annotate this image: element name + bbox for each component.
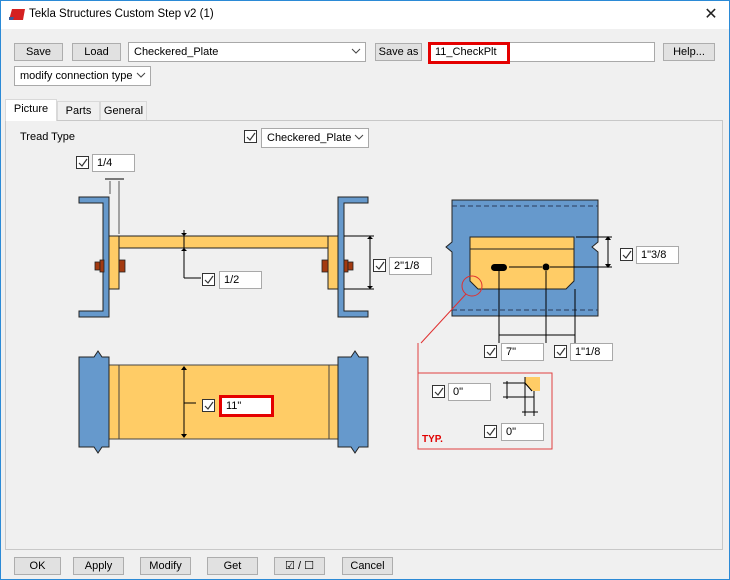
chamfer-y-input[interactable]: 0" [501, 423, 544, 441]
check-icon [204, 275, 214, 284]
check-icon [622, 250, 632, 259]
chamfer-x-checkbox[interactable] [432, 385, 445, 398]
tread-depth-input[interactable]: 11" [219, 395, 274, 417]
end-distance-checkbox[interactable] [554, 345, 567, 358]
tread-depth-checkbox[interactable] [202, 399, 215, 412]
angle-height-checkbox[interactable] [373, 259, 386, 272]
tread-type-value: Checkered_Plate [267, 132, 352, 144]
tab-general[interactable]: General [100, 101, 147, 121]
check-icon [486, 427, 496, 436]
tekla-logo-icon [9, 9, 25, 20]
check-icon [434, 387, 444, 396]
check-icon [246, 132, 256, 141]
bolt-spacing-checkbox[interactable] [484, 345, 497, 358]
save-as-highlight: 11_CheckPlt [428, 42, 510, 64]
connection-drawing [78, 178, 612, 454]
left-channel [78, 196, 110, 318]
toggle-all-button[interactable]: ☑ / ☐ [274, 557, 325, 575]
edge-distance-checkbox[interactable] [620, 248, 633, 261]
tab-parts[interactable]: Parts [57, 101, 100, 121]
angle-height-input[interactable]: 2"1/8 [389, 257, 432, 275]
ok-button[interactable]: OK [14, 557, 61, 575]
picture-panel: Tread Type Checkered_Plate 1/4 1/2 2"1/8… [5, 120, 723, 550]
check-icon [204, 401, 214, 410]
apply-button[interactable]: Apply [73, 557, 124, 575]
tread-type-select[interactable]: Checkered_Plate [261, 128, 369, 148]
preset-select-value: Checkered_Plate [134, 46, 219, 58]
end-distance-input[interactable]: 1"1/8 [570, 343, 613, 361]
mode-select-value: modify connection type [20, 70, 133, 82]
save-as-button[interactable]: Save as [375, 43, 422, 61]
check-icon [78, 158, 88, 167]
save-button[interactable]: Save [14, 43, 63, 61]
check-icon [375, 261, 385, 270]
close-icon[interactable]: ✕ [704, 6, 718, 23]
save-as-value: 11_CheckPlt [435, 46, 497, 58]
bolt-spacing-input[interactable]: 7" [501, 343, 544, 361]
plate-thickness-input[interactable]: 1/2 [219, 271, 262, 289]
title-bar: Tekla Structures Custom Step v2 (1) ✕ [1, 1, 729, 29]
tab-picture[interactable]: Picture [5, 99, 57, 121]
modify-button[interactable]: Modify [140, 557, 191, 575]
get-button[interactable]: Get [207, 557, 258, 575]
load-button[interactable]: Load [72, 43, 121, 61]
cancel-button[interactable]: Cancel [342, 557, 393, 575]
tread-type-label: Tread Type [20, 131, 76, 143]
window-title: Tekla Structures Custom Step v2 (1) [29, 8, 214, 20]
chamfer-y-checkbox[interactable] [484, 425, 497, 438]
plate-thickness-checkbox[interactable] [202, 273, 215, 286]
typ-label: TYP. [422, 434, 443, 445]
check-icon [486, 347, 496, 356]
clearance-input[interactable]: 1/4 [92, 154, 135, 172]
mode-select[interactable]: modify connection type [14, 66, 151, 86]
edge-distance-input[interactable]: 1"3/8 [636, 246, 679, 264]
preset-select[interactable]: Checkered_Plate [128, 42, 366, 62]
help-button[interactable]: Help... [663, 43, 715, 61]
chevron-down-icon [351, 48, 361, 54]
chevron-down-icon [136, 72, 146, 78]
chamfer-x-input[interactable]: 0" [448, 383, 491, 401]
clearance-checkbox[interactable] [76, 156, 89, 169]
check-icon [556, 347, 566, 356]
save-as-input[interactable]: 11_CheckPlt [428, 42, 655, 64]
chevron-down-icon [354, 134, 364, 140]
tread-type-checkbox[interactable] [244, 130, 257, 143]
